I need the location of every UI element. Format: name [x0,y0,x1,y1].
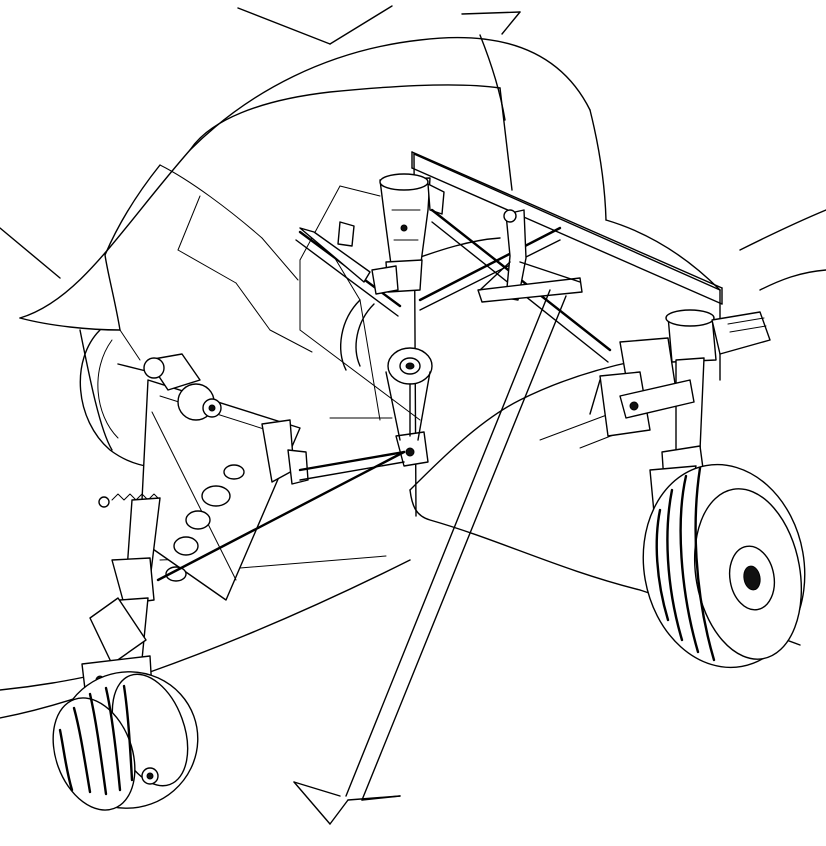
bellcrank-assembly [340,299,433,467]
cross-tube-linkage [295,208,612,363]
firewall-plate [411,151,723,305]
main-wheel [642,463,806,669]
direction-arrow [293,289,567,825]
main-gear-strut [379,173,445,293]
nose-wheel [52,671,199,811]
